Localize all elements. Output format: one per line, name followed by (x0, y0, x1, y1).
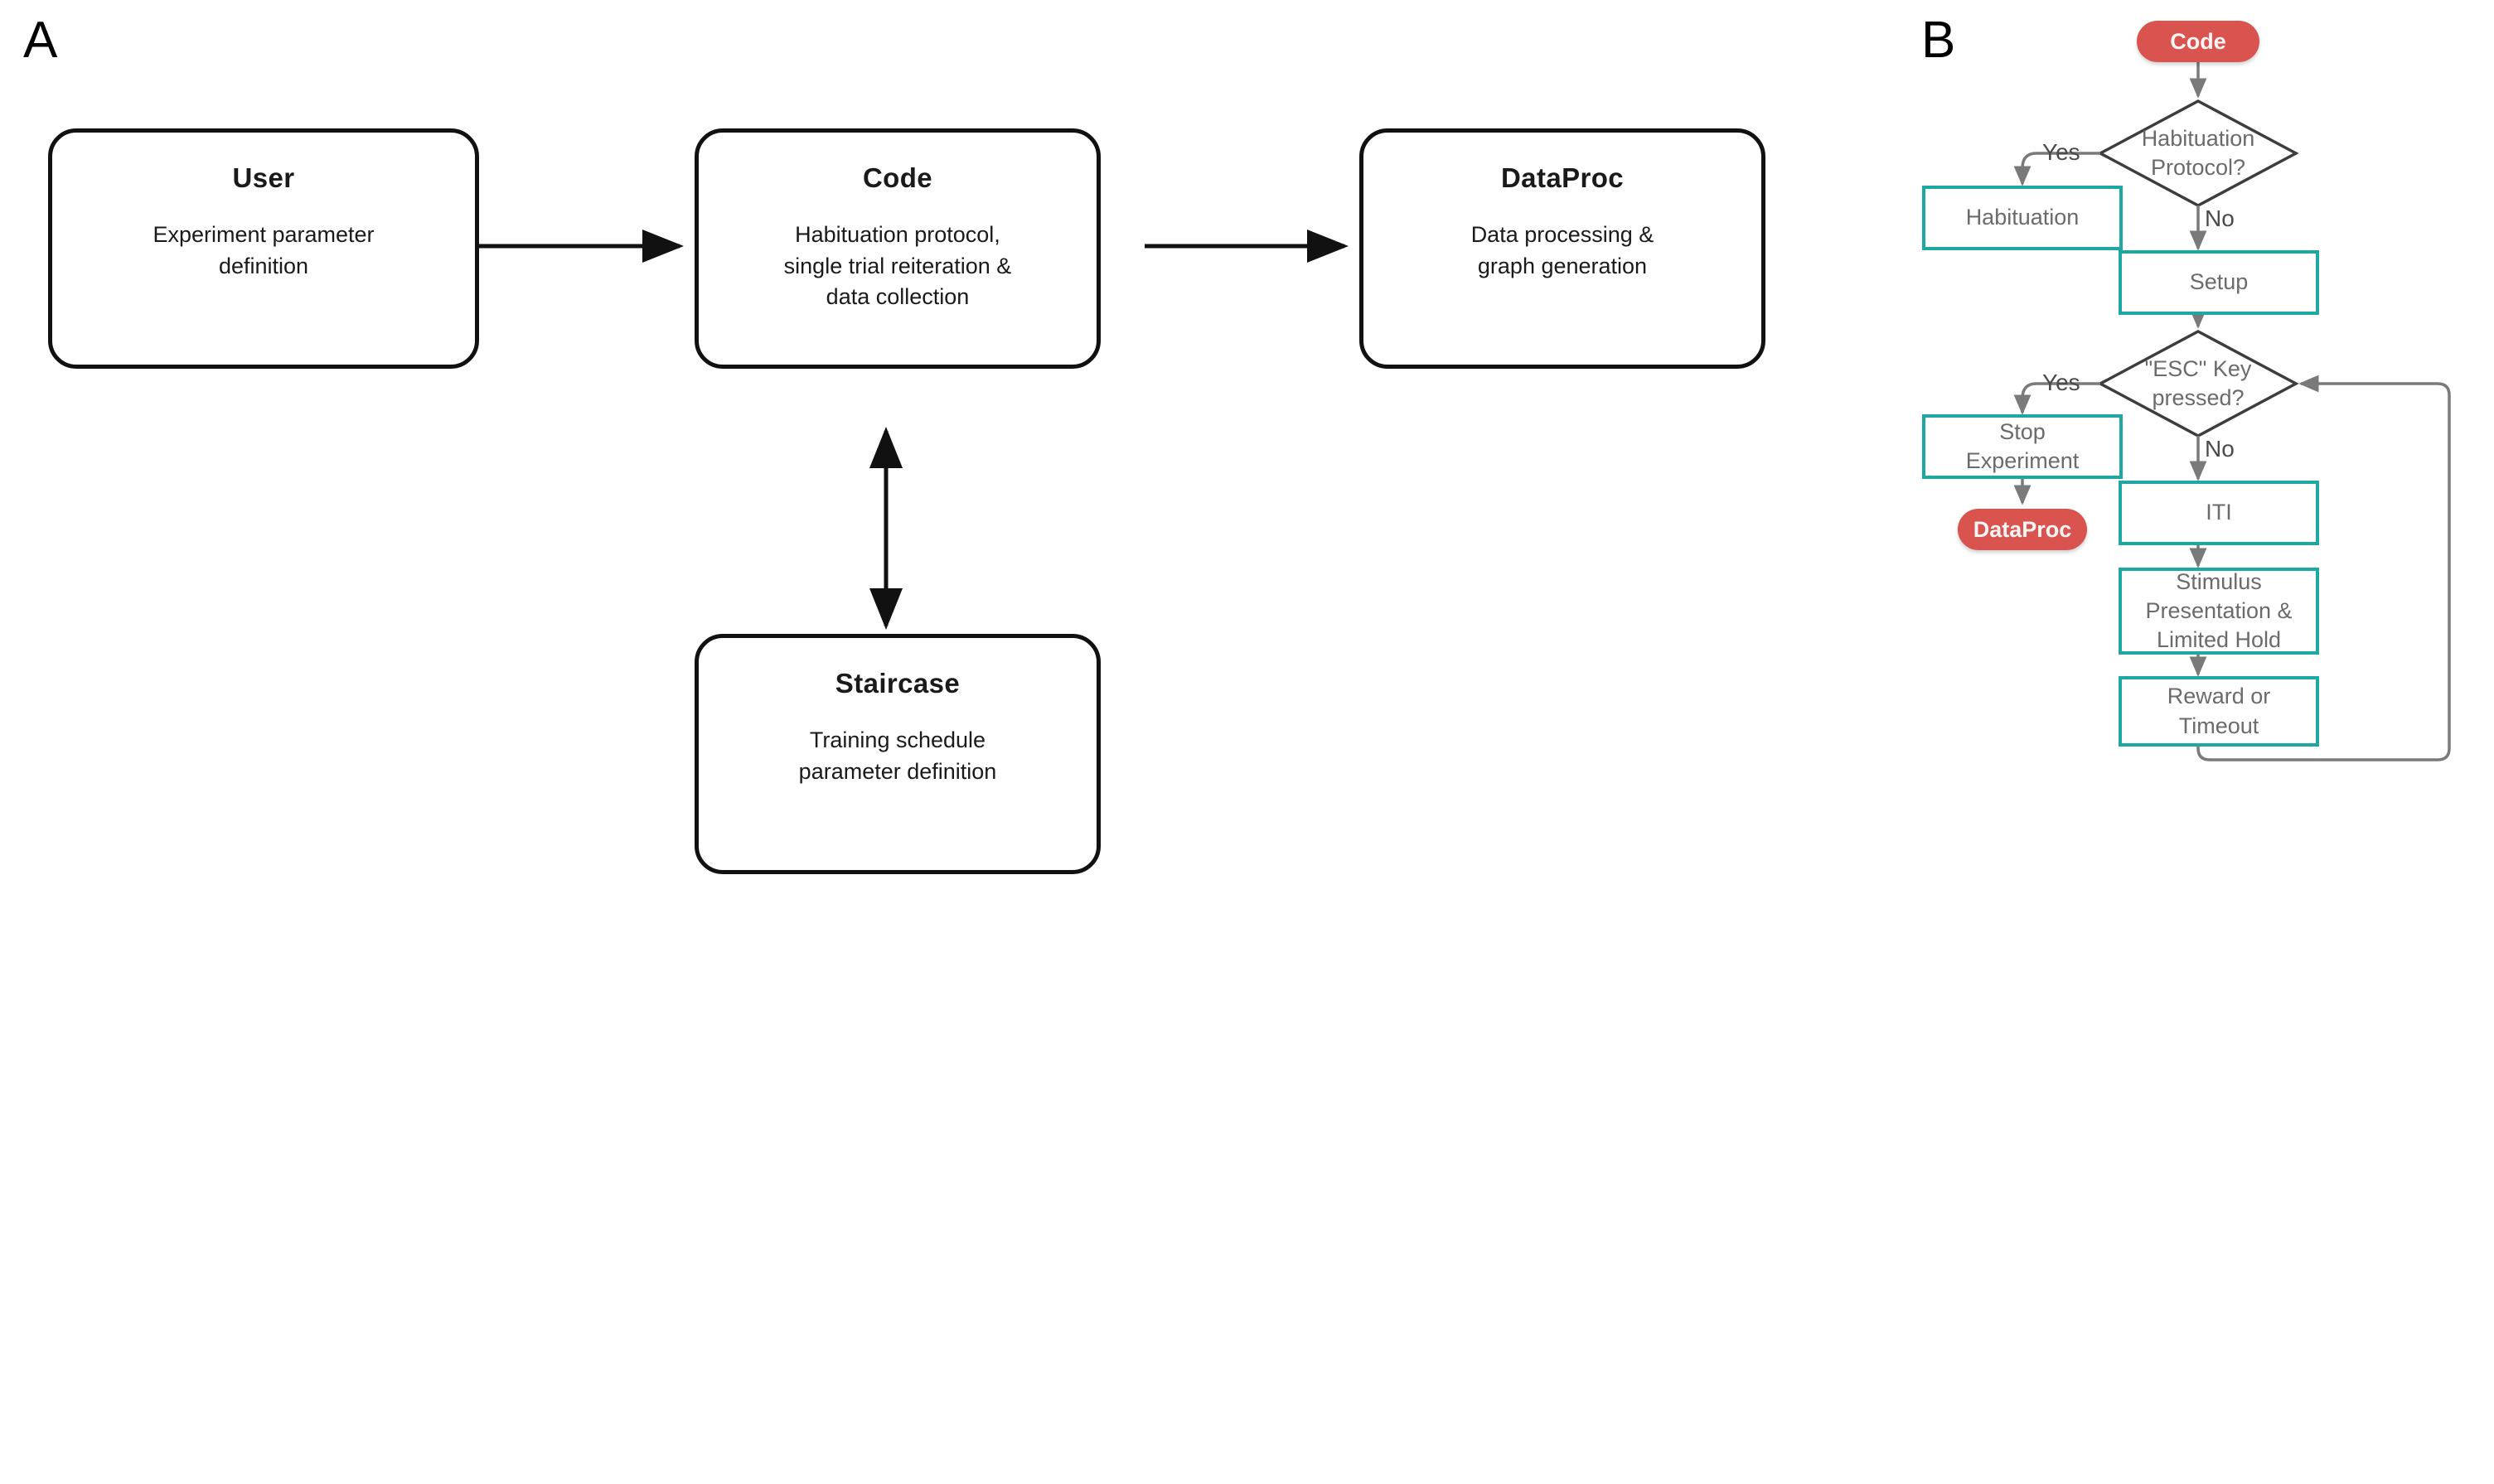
node-reward-or-timeout[interactable]: Reward or Timeout (2119, 676, 2319, 747)
decision-habituation-protocol[interactable] (2097, 99, 2299, 207)
node-code-terminator[interactable]: Code (2137, 21, 2259, 62)
node-stimulus-presentation-label: Stimulus Presentation & Limited Hold (2145, 568, 2293, 653)
node-dataproc[interactable]: DataProc Data processing & graph generat… (1359, 128, 1765, 369)
node-setup-label: Setup (2189, 269, 2249, 295)
edge-label-habituation-no: No (2205, 205, 2235, 231)
panel-b-label: B (1921, 12, 1956, 69)
node-stop-experiment[interactable]: Stop Experiment (1922, 414, 2123, 479)
node-code-terminator-label: Code (2170, 28, 2226, 54)
decision-habituation-protocol-label: Habituation Protocol? (2141, 125, 2255, 180)
node-dataproc-terminator[interactable]: DataProc (1958, 509, 2087, 550)
edge-label-esc-yes: Yes (2042, 370, 2080, 395)
panel-a: A User Experiment parameter definition C… (23, 12, 1765, 874)
node-user[interactable]: User Experiment parameter definition (48, 128, 479, 369)
node-reward-or-timeout-label: Reward or Timeout (2167, 684, 2271, 738)
node-staircase[interactable]: Staircase Training schedule parameter de… (695, 634, 1101, 874)
node-staircase-title: Staircase (835, 668, 961, 698)
node-code[interactable]: Code Habituation protocol, single trial … (695, 128, 1101, 369)
node-user-desc: Experiment parameter definition (153, 222, 375, 278)
node-habituation-label: Habituation (1965, 205, 2080, 230)
node-user-title: User (232, 162, 295, 193)
panel-a-label: A (23, 12, 58, 69)
node-stimulus-presentation[interactable]: Stimulus Presentation & Limited Hold (2119, 568, 2319, 655)
edge-label-habituation-yes: Yes (2042, 139, 2080, 165)
node-setup[interactable]: Setup (2119, 250, 2319, 315)
node-habituation[interactable]: Habituation (1922, 186, 2123, 250)
panel-b: B Habituation Proto (1906, 0, 2494, 1484)
node-iti[interactable]: ITI (2119, 481, 2319, 545)
node-stop-experiment-label: Stop Experiment (1965, 418, 2080, 473)
node-dataproc-title: DataProc (1500, 162, 1625, 193)
node-dataproc-terminator-label: DataProc (1973, 516, 2072, 542)
node-dataproc-desc: Data processing & graph generation (1470, 222, 1654, 278)
node-code-desc: Habituation protocol, single trial reite… (783, 222, 1012, 309)
decision-esc-key[interactable] (2097, 330, 2299, 437)
edge-label-esc-no: No (2205, 436, 2235, 462)
node-iti-label: ITI (2206, 500, 2232, 525)
node-staircase-desc: Training schedule parameter definition (798, 727, 997, 784)
decision-esc-key-label: "ESC" Key pressed? (2144, 355, 2252, 410)
node-code-title: Code (862, 162, 933, 193)
